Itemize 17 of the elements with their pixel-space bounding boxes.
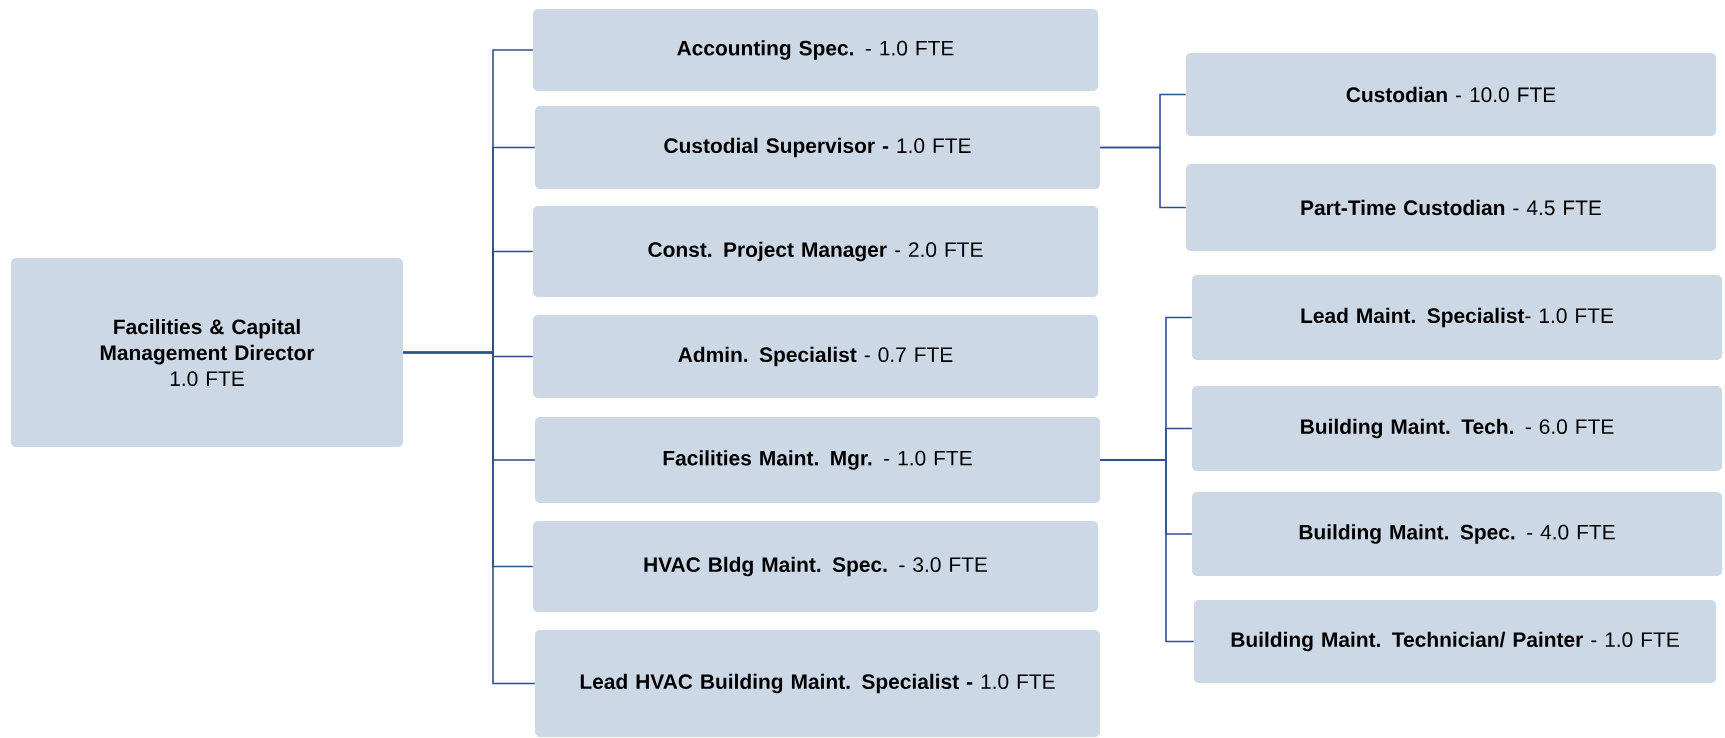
role-box: Facilities & Capital Management Director 1.0 FTE: [11, 258, 403, 447]
role-box: Accounting Spec. - 1.0 FTE: [533, 9, 1098, 91]
connector-line: [1099, 146, 1187, 209]
role-box: Building Maint. Spec. - 4.0 FTE: [1192, 492, 1722, 576]
role-box: Lead HVAC Building Maint. Specialist - 1.0 FTE: [535, 630, 1100, 737]
role-box: Custodial Supervisor - 1.0 FTE: [535, 106, 1100, 189]
role-box: Lead Maint. Specialist- 1.0 FTE: [1192, 275, 1722, 360]
role-box: Part-Time Custodian - 4.5 FTE: [1186, 164, 1716, 251]
role-box: Facilities Maint. Mgr. - 1.0 FTE: [535, 417, 1100, 503]
role-box: Admin. Specialist - 0.7 FTE: [533, 315, 1098, 398]
role-box: Building Maint. Tech. - 6.0 FTE: [1192, 386, 1722, 471]
role-box: Building Maint. Technician/ Painter - 1.0 FTE: [1194, 600, 1716, 683]
role-box: Custodian - 10.0 FTE: [1186, 53, 1716, 136]
role-box: HVAC Bldg Maint. Spec. - 3.0 FTE: [533, 521, 1098, 612]
connector-line: [402, 351, 536, 685]
connector-line: [1099, 459, 1195, 643]
role-box: Const. Project Manager - 2.0 FTE: [533, 206, 1098, 297]
